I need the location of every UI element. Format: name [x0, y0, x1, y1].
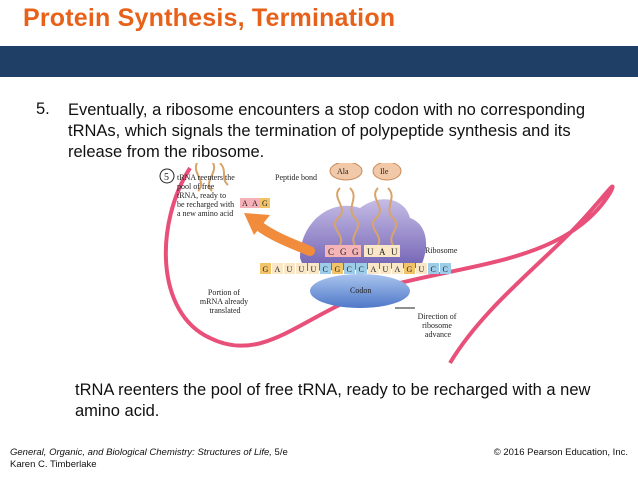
mrna-base-box	[356, 263, 367, 274]
trna-left	[333, 187, 360, 246]
figure-svg: 5 tRNA reenters the pool of free tRNA, r…	[159, 160, 615, 365]
step-text: Eventually, a ribosome encounters a stop…	[68, 101, 586, 161]
step-circle-label: 5	[164, 172, 169, 183]
mrna-base-box	[260, 263, 271, 274]
trna-right	[371, 187, 398, 246]
direction-label-line: ribosome	[422, 321, 452, 330]
amino-acid-label: Ala	[337, 167, 349, 176]
mrna-base-box	[416, 263, 427, 274]
anticodon-base: G	[352, 247, 359, 257]
trna-note-line: tRNA reenters the	[177, 173, 235, 182]
anticodon-base: U	[367, 247, 374, 257]
mrna-base-box	[272, 263, 283, 274]
trna-note-line: pool of free	[177, 182, 215, 191]
mrna-base-box	[332, 263, 343, 274]
mrna-base: U	[311, 265, 317, 274]
termination-figure: 5 tRNA reenters the pool of free tRNA, r…	[150, 160, 620, 375]
author: Karen C. Timberlake	[10, 459, 97, 470]
mrna-base: C	[359, 265, 364, 274]
mrna-base: G	[335, 265, 341, 274]
anticodon-base: G	[340, 247, 347, 257]
mrna-base-box	[404, 263, 415, 274]
codon-label: Codon	[350, 286, 371, 295]
anticodon-bases: C G G U A U	[325, 245, 400, 257]
mrna-base-box	[440, 263, 451, 274]
ribosome-label: Ribosome	[425, 246, 458, 255]
mrna-strand	[163, 166, 615, 365]
anticodon-base: U	[391, 247, 398, 257]
mrna-base-box	[392, 263, 403, 274]
ribosome-large-subunit	[300, 199, 427, 271]
direction-label-line: Direction of	[418, 312, 457, 321]
copyright: © 2016 Pearson Education, Inc.	[493, 447, 628, 458]
mrna-base-box	[428, 263, 439, 274]
mrna-label-line: mRNA already	[200, 297, 248, 306]
bottom-text: tRNA reenters the pool of free tRNA, rea…	[75, 381, 591, 420]
amino-acid-label: Ile	[380, 167, 389, 176]
mrna-base: A	[371, 265, 377, 274]
mrna-base: C	[323, 265, 328, 274]
mrna-base: U	[419, 265, 425, 274]
anticodon-base: C	[328, 247, 334, 257]
mrna-label-line: translated	[209, 306, 240, 315]
mrna-base: U	[383, 265, 389, 274]
release-arrow	[253, 220, 315, 256]
direction-label-line: advance	[425, 330, 452, 339]
free-base: A	[242, 199, 248, 208]
mrna-label: Portion of mRNA already translated	[200, 288, 250, 315]
free-base: G	[262, 199, 268, 208]
mrna-base: G	[263, 265, 269, 274]
mrna-base: C	[443, 265, 448, 274]
book-title: General, Organic, and Biological Chemist…	[10, 447, 272, 458]
mrna-label-line: Portion of	[208, 288, 241, 297]
mrna-base-box	[368, 263, 379, 274]
mrna-base: C	[431, 265, 436, 274]
mrna-base: C	[347, 265, 352, 274]
slide-title: Protein Synthesis, Termination	[23, 4, 396, 32]
free-trna	[195, 160, 229, 192]
trna-note: tRNA reenters the pool of free tRNA, rea…	[177, 173, 237, 218]
mrna-base: U	[299, 265, 305, 274]
release-arrow-head	[244, 213, 270, 235]
edition: 5/e	[271, 447, 288, 458]
title-bar	[0, 46, 638, 77]
mrna-base: A	[395, 265, 401, 274]
peptide-bond-label: Peptide bond	[275, 173, 317, 182]
direction-label: Direction of ribosome advance	[418, 312, 459, 339]
mrna-base-box	[344, 263, 355, 274]
mrna-base: A	[275, 265, 281, 274]
free-trna-bases: A A G	[240, 198, 270, 208]
ribosome-small-subunit	[310, 274, 410, 308]
mrna-base-box	[380, 263, 391, 274]
trna-note-line: a new amino acid	[177, 209, 233, 218]
mrna-base-box	[284, 263, 295, 274]
step-circle	[159, 168, 175, 184]
mrna-base-box	[308, 263, 319, 274]
step-number: 5.	[36, 100, 50, 118]
trna-note-line: be recharged with	[177, 200, 234, 209]
mrna-base: G	[407, 265, 413, 274]
mrna-base-box	[296, 263, 307, 274]
footer-citation: General, Organic, and Biological Chemist…	[10, 447, 288, 471]
mrna-base: U	[287, 265, 293, 274]
free-base: A	[252, 199, 258, 208]
trna-note-line: tRNA, ready to	[177, 191, 226, 200]
anticodon-base: A	[379, 247, 386, 257]
mrna-base-box	[320, 263, 331, 274]
